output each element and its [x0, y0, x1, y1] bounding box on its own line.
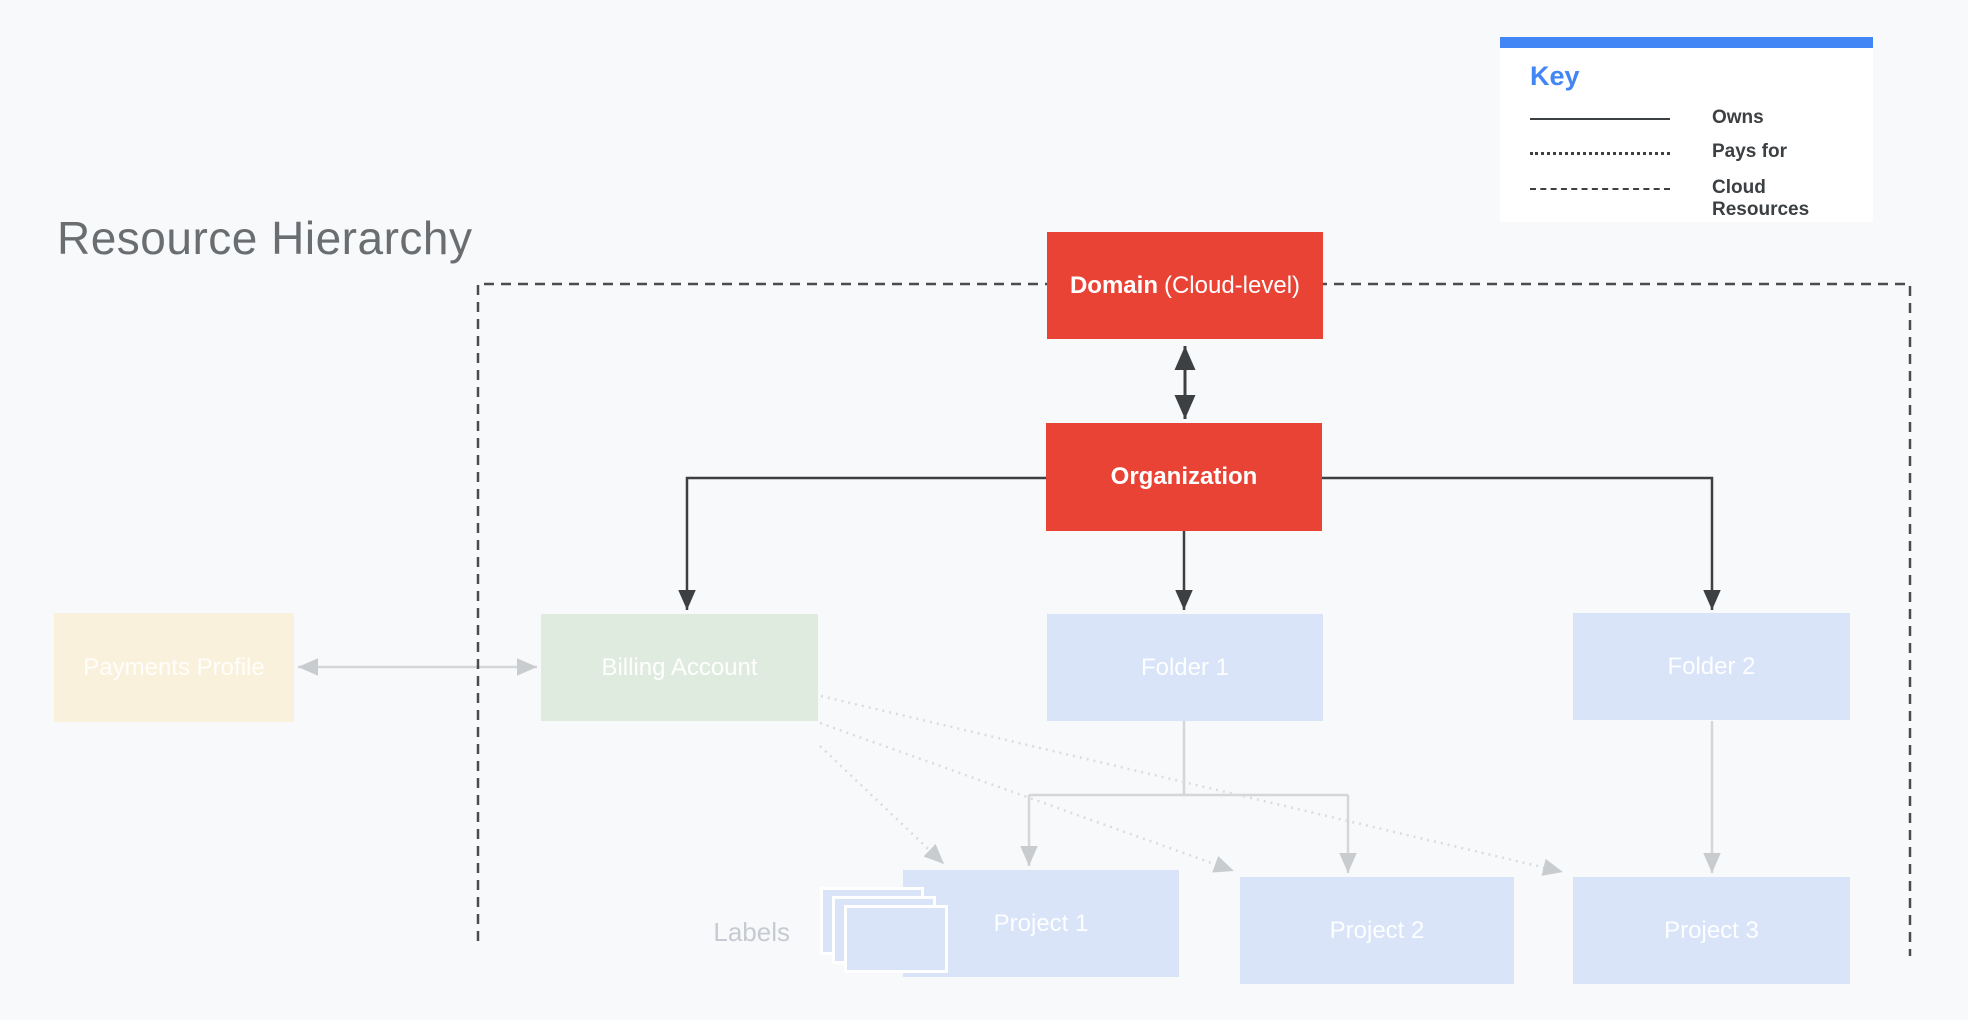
labels-cards-icon [820, 887, 954, 997]
owns-arrow-organization-folder2 [1322, 476, 1721, 610]
legend-label-cloud-resources: Cloud Resources [1712, 177, 1810, 220]
paysfor-arrow-billing-project1 [819, 745, 945, 865]
node-folder-2: Folder 2 [1573, 613, 1850, 720]
node-billing-account: Billing Account [541, 614, 818, 721]
domain-label-suffix: (Cloud-level) [1163, 271, 1301, 299]
cloud-resources-boundary [476, 282, 1912, 956]
page-title: Resource Hierarchy [57, 211, 473, 264]
legend-dotted-line-sample [1530, 152, 1670, 155]
legend-heading: Key [1530, 61, 1580, 91]
legend: Key Owns Pays for Cloud Resources [1500, 37, 1873, 222]
legend-accent-bar [1500, 37, 1873, 48]
node-project-3: Project 3 [1573, 877, 1850, 984]
legend-label-owns: Owns [1712, 107, 1764, 128]
node-folder-1: Folder 1 [1047, 614, 1323, 721]
node-payments-profile: Payments Profile [54, 613, 294, 722]
owns-arrow-organization-billing [678, 476, 1046, 610]
node-project-1: Project 1 [903, 870, 1179, 977]
node-project-2: Project 2 [1240, 877, 1514, 984]
labels-caption: Labels [713, 917, 790, 947]
legend-label-pays-for: Pays for [1712, 141, 1787, 162]
labels-card-front [844, 905, 948, 973]
legend-dashed-line-sample [1530, 188, 1670, 190]
legend-solid-line-sample [1530, 118, 1670, 120]
node-organization: Organization [1046, 423, 1322, 531]
paysfor-arrow-billing-project3 [820, 694, 1564, 876]
domain-label-bold: Domain [1069, 271, 1158, 299]
node-domain: Domain (Cloud-level) [1047, 232, 1323, 339]
